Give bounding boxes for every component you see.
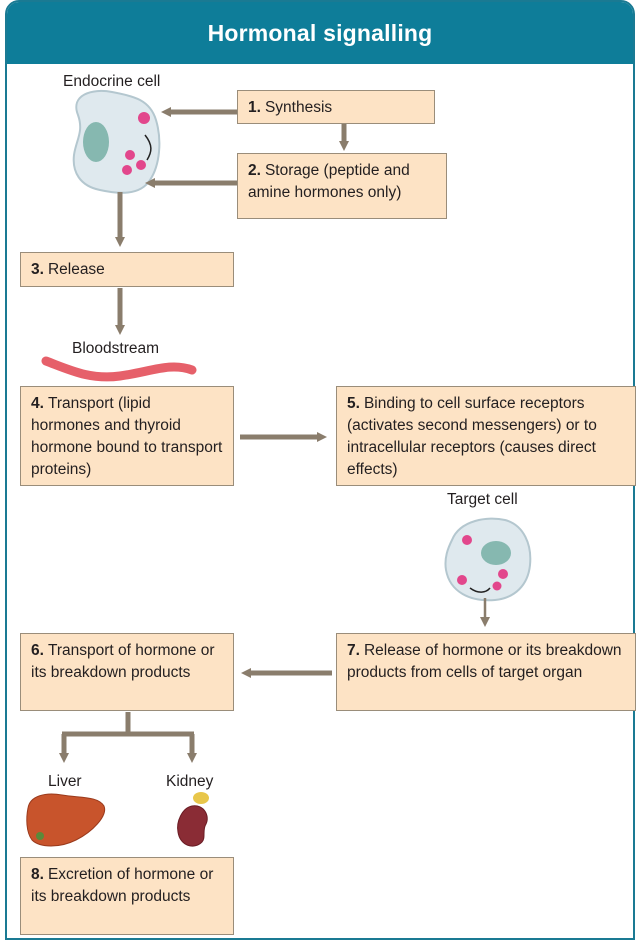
bloodstream-icon: [41, 356, 197, 382]
flow-arrows: [59, 107, 490, 763]
target-cell-label: Target cell: [447, 491, 518, 508]
step-3-box: 3.Release: [20, 252, 234, 287]
step-1-box: 1.Synthesis: [237, 90, 435, 124]
step-7-text: Release of hormone or its breakdown prod…: [347, 642, 622, 681]
target-cell-icon: [444, 517, 532, 602]
step-8-text: Excretion of hormone or its breakdown pr…: [31, 866, 214, 905]
step-1-number: 1.: [248, 99, 261, 116]
step-5-number: 5.: [347, 395, 360, 412]
step-5-box: 5.Binding to cell surface receptors (act…: [336, 386, 636, 486]
title-bar: Hormonal signalling: [7, 2, 633, 64]
step-1-text: Synthesis: [264, 99, 333, 116]
step-5-text: Binding to cell surface receptors (activ…: [347, 395, 597, 478]
step-7-number: 7.: [347, 642, 360, 659]
endocrine-cell-label: Endocrine cell: [63, 73, 161, 90]
liver-icon: [26, 793, 106, 847]
step-6-text: Transport of hormone or its breakdown pr…: [31, 642, 215, 681]
kidney-label: Kidney: [166, 773, 214, 790]
step-4-text: Transport (lipid hormones and thyroid ho…: [31, 395, 223, 478]
step-4-number: 4.: [31, 395, 44, 412]
step-3-text: Release: [47, 261, 105, 278]
step-2-text: Storage (peptide and amine hormones only…: [248, 162, 410, 201]
endocrine-cell-icon: [72, 89, 161, 194]
step-6-box: 6.Transport of hormone or its breakdown …: [20, 633, 234, 711]
step-2-number: 2.: [248, 162, 261, 179]
step-6-number: 6.: [31, 642, 44, 659]
step-3-number: 3.: [31, 261, 44, 278]
diagram-title: Hormonal signalling: [207, 19, 433, 46]
step-2-box: 2.Storage (peptide and amine hormones on…: [237, 153, 447, 219]
liver-label: Liver: [48, 773, 82, 790]
kidney-icon: [177, 792, 209, 847]
step-4-box: 4.Transport (lipid hormones and thyroid …: [20, 386, 234, 486]
step-8-box: 8.Excretion of hormone or its breakdown …: [20, 857, 234, 935]
step-8-number: 8.: [31, 866, 44, 883]
step-7-box: 7.Release of hormone or its breakdown pr…: [336, 633, 636, 711]
bloodstream-label: Bloodstream: [72, 340, 160, 357]
